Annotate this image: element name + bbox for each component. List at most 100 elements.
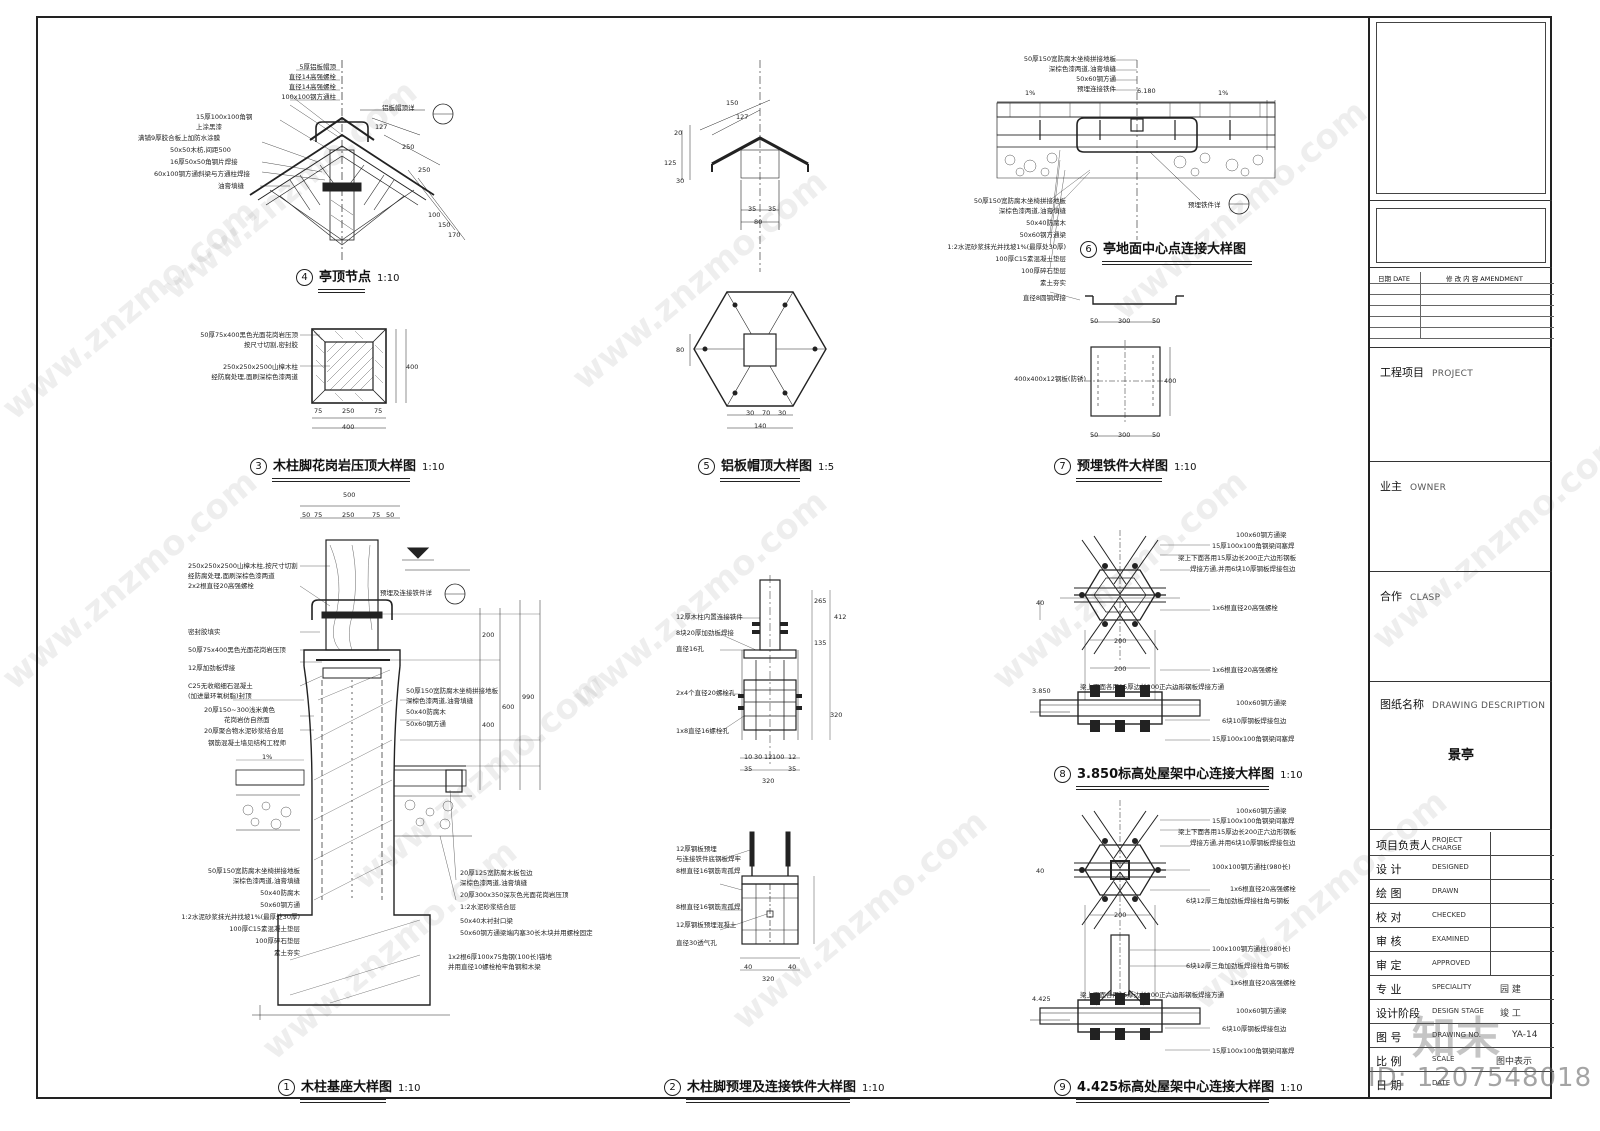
dim: 400: [342, 423, 355, 431]
dim: 35: [748, 205, 757, 213]
detail-7-note: 400x400x12钢板(防锈): [1014, 375, 1086, 383]
detail-1-note: 钢筋混凝土墙见结构工程师: [208, 739, 286, 747]
detail-9-note: 6块12厚三角加劲板焊接柱角与钢板: [1186, 897, 1290, 905]
dim: 100: [772, 753, 785, 761]
dim: 70: [762, 409, 771, 417]
detail-4-note: 100x100钢方通柱: [281, 93, 336, 101]
detail-2-note: 与连接铁件底钢板焊牢: [676, 855, 741, 863]
detail-1-note: 100厚碎石垫层: [255, 937, 300, 945]
detail-9-roof-center-4425: [1030, 800, 1201, 1040]
detail-8-note: 1x6根直径20高强螺栓: [1212, 666, 1278, 674]
dim: 1%: [1025, 89, 1036, 97]
detail-9-note: 焊接方通,并用6块10厚钢板焊接包边: [1190, 839, 1296, 847]
detail-9-note: 1x6根直径20高强螺栓: [1230, 885, 1296, 893]
leader-lines: [290, 59, 1210, 1051]
detail-8-note: 15厚100x100角钢梁间塞焊: [1212, 735, 1295, 743]
title-block: 日期 DATE 修 改 内 容 AMENDMENT 工程项目 PROJECT 业主…: [1368, 16, 1554, 1099]
dim: 10: [744, 753, 753, 761]
owner-label-en: OWNER: [1410, 483, 1447, 493]
detail-4-note: 上涂黑漆: [196, 123, 222, 131]
detail-4-note: 60x100钢方通斜梁与方通柱焊接: [154, 170, 251, 178]
detail-6-note: 50厚150宽防腐木坐椅拼接地板: [973, 197, 1066, 205]
detail-5-aluminum-cap: [681, 60, 827, 429]
owner-label: 业主: [1380, 480, 1402, 493]
detail-4-note: 50x50木枋,间距500: [170, 146, 231, 154]
detail-9-note: 15厚100x100角钢梁间塞焊: [1212, 817, 1295, 825]
dim: 80: [676, 346, 685, 354]
detail-6-note: 1:2水泥砂浆抹光并找坡1%(最厚处30厚): [947, 243, 1066, 251]
detail-4-note: 直径14高强螺栓: [288, 83, 336, 91]
detail-1-note: 1:2水泥砂浆抹光并找坡1%(最厚处30厚): [181, 913, 300, 921]
detail-1-note: 20厚聚合物水泥砂浆结合层: [204, 727, 284, 735]
amendment-content-header: 修 改 内 容 AMENDMENT: [1446, 275, 1523, 283]
detail-title: 预埋铁件大样图: [1077, 459, 1169, 474]
detail-6-floor-center: [996, 60, 1276, 305]
detail-9-note: 100x60钢方通梁: [1236, 1007, 1287, 1015]
project-label: 工程项目: [1380, 366, 1424, 379]
detail-1-note: 12厚加劲板焊接: [188, 664, 236, 672]
dim: 4.425: [1032, 995, 1051, 1003]
dim: 1%: [1218, 89, 1229, 97]
detail-number-2: 2: [664, 1079, 681, 1096]
detail-1-note: 深棕色漆两道,油膏填缝: [406, 697, 474, 705]
dim: 200: [482, 631, 495, 639]
detail-scale: 1:10: [1280, 770, 1303, 781]
drawing-description-label: 图纸名称: [1380, 698, 1424, 711]
detail-title: 4.425标高处屋架中心连接大样图: [1077, 1080, 1275, 1095]
detail-1-note: 100厚C15素混凝土垫层: [229, 925, 300, 933]
detail-2-note: 2x4个直径20螺栓孔: [676, 689, 736, 697]
dim: 140: [754, 422, 767, 430]
detail-number-7: 7: [1054, 458, 1071, 475]
owner-cell: 业主 OWNER: [1370, 464, 1552, 572]
brand-watermark: 知末: [1412, 1013, 1500, 1064]
detail-scale: 1:10: [422, 462, 445, 473]
detail-4-note: 直径14高强螺栓: [288, 73, 336, 81]
detail-1-note: 20厚125宽防腐木板包边: [460, 869, 533, 877]
detail-number-4: 4: [296, 269, 313, 286]
detail-number-3: 3: [250, 458, 267, 475]
dim: 400: [406, 363, 419, 371]
detail-6-note: 100厚碎石垫层: [1021, 267, 1066, 275]
detail-3-granite-cap: [311, 328, 407, 429]
detail-1-note: 50x40木衬封口梁: [460, 917, 513, 925]
clasp-label-en: CLASP: [1410, 593, 1441, 603]
detail-1-column-base: [233, 505, 541, 1020]
detail-1-note: 50厚150宽防腐木坐椅拼接地板: [406, 687, 499, 695]
dim: 35: [744, 765, 753, 773]
detail-scale: 1:10: [377, 273, 400, 284]
detail-scale: 1:10: [1280, 1083, 1303, 1094]
detail-1-note: 250x250x2500山樟木柱,按尺寸切割: [188, 562, 298, 570]
dim: 265: [814, 597, 827, 605]
drawing-name: 景亭: [1447, 748, 1474, 763]
detail-8-note: 梁上下面各用15厚边长200正六边形钢板焊接方通: [1080, 683, 1225, 691]
detail-1-note: 并用直径10螺栓枪牢角钢和木梁: [448, 963, 541, 971]
dim: 320: [762, 777, 775, 785]
detail-2-note: 12厚木柱内置连接铁件: [676, 613, 743, 621]
amendment-date-header: 日期 DATE: [1378, 275, 1410, 283]
dim: 200: [1114, 911, 1127, 919]
project-label-en: PROJECT: [1432, 369, 1473, 379]
dim: 1%: [262, 753, 273, 761]
dim: 200: [1114, 637, 1127, 645]
dim: 75: [374, 407, 383, 415]
detail-2-note: 1x8直径16螺栓孔: [676, 727, 729, 735]
detail-1-ref: 预埋及连接铁件详: [380, 589, 432, 597]
detail-6-note: 直径8圆钢焊接: [1022, 294, 1066, 302]
detail-1-note: 1x2根6厚100x75角钢(100长)锚地: [448, 953, 552, 961]
detail-9-note: 梁上下面各用15厚边长200正六边形钢板焊接方通: [1080, 991, 1225, 999]
detail-title: 亭顶节点: [319, 270, 372, 285]
detail-title: 木柱脚花岗岩压顶大样图: [273, 459, 417, 474]
detail-1-note: 密封胶填实: [188, 628, 221, 636]
detail-title: 木柱基座大样图: [301, 1080, 393, 1095]
